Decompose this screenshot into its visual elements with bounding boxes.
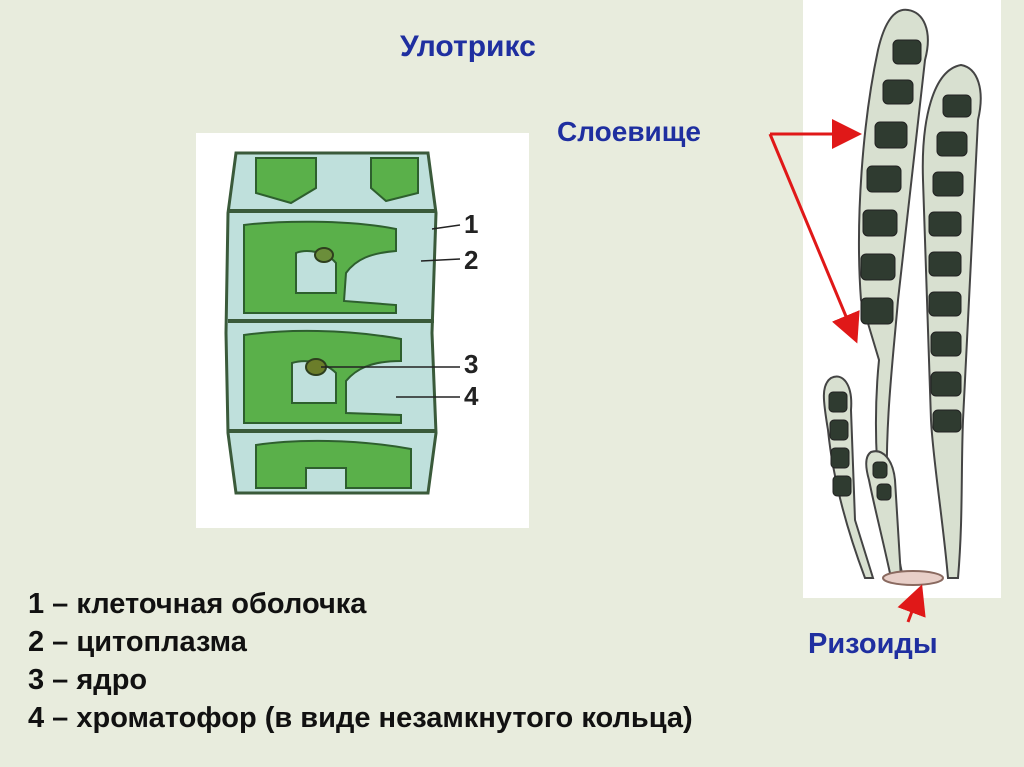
nucleus-cell-1 xyxy=(315,248,333,262)
chloroplast-top-right xyxy=(371,158,418,201)
legend-item-4: 4 – хроматофор (в виде незамкнутого коль… xyxy=(28,699,693,737)
callout-number-1: 1 xyxy=(464,209,478,239)
legend-item-2: 2 – цитоплазма xyxy=(28,623,693,661)
thallus-label: Слоевище xyxy=(557,116,701,148)
thallus-figure xyxy=(803,0,1001,598)
legend-item-1: 1 – клеточная оболочка xyxy=(28,585,693,623)
rhizoids-label: Ризоиды xyxy=(808,628,938,661)
slide-title: Улотрикс xyxy=(400,30,536,64)
callout-number-4: 4 xyxy=(464,381,479,411)
callout-number-2: 2 xyxy=(464,245,478,275)
cell-detail-drawing: 1 2 3 4 xyxy=(196,133,529,528)
legend: 1 – клеточная оболочка 2 – цитоплазма 3 … xyxy=(28,585,693,737)
thallus-drawing xyxy=(803,0,1001,598)
cell-detail-figure: 1 2 3 4 xyxy=(196,133,529,528)
callout-number-3: 3 xyxy=(464,349,478,379)
legend-item-3: 3 – ядро xyxy=(28,661,693,699)
rhizoid-base xyxy=(883,571,943,585)
